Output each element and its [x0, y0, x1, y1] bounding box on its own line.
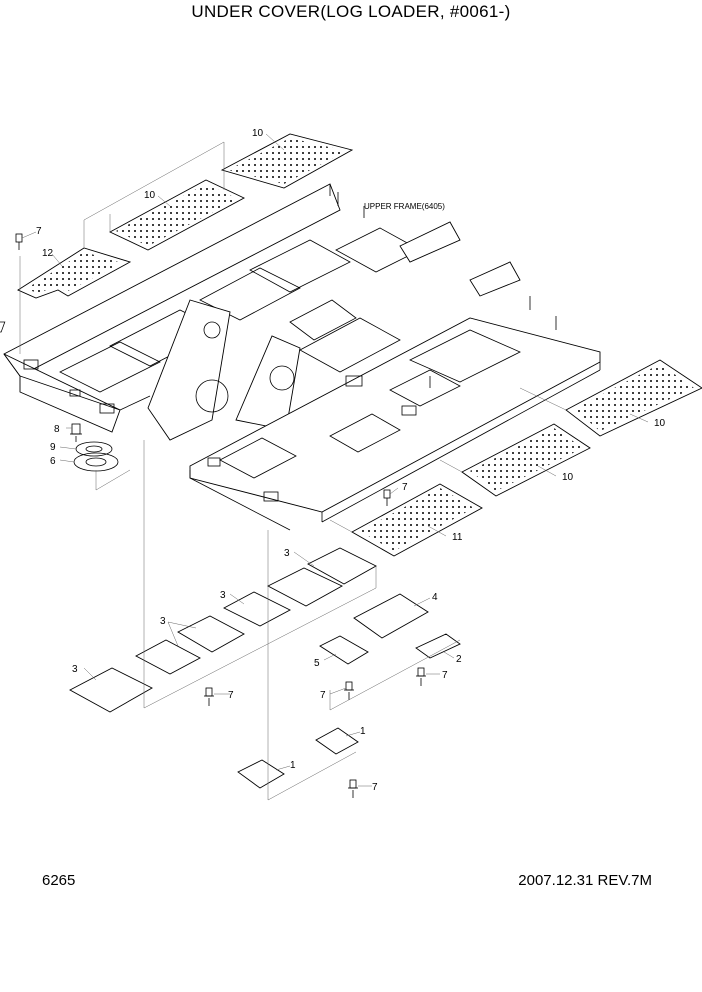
callout-leaders — [21, 133, 649, 787]
callout-3d: 3 — [72, 664, 78, 675]
revision-label: 2007.12.31 REV.7M — [518, 872, 652, 889]
callout-10a: 10 — [252, 128, 264, 139]
upper-frame — [0, 183, 601, 531]
bolt-7-bottom — [348, 779, 358, 798]
callout-4: 4 — [432, 592, 438, 603]
bolt-7-right — [383, 489, 391, 506]
callout-5: 5 — [314, 658, 320, 669]
bolt-7-lower-left — [204, 687, 214, 706]
under-cover-3-e — [135, 639, 201, 675]
cover-1-b — [237, 759, 285, 789]
page-title: UNDER COVER(LOG LOADER, #0061-) — [191, 2, 511, 21]
step-plate-10-top — [220, 133, 354, 189]
page-number: 6265 — [42, 872, 76, 889]
cover-2 — [415, 633, 461, 659]
callout-10b: 10 — [144, 190, 156, 201]
callout-1a: 1 — [360, 726, 366, 737]
bolt-8 — [70, 423, 82, 442]
callout-3b: 3 — [220, 590, 226, 601]
leader-lines — [19, 141, 567, 801]
callout-3a: 3 — [284, 548, 290, 559]
step-plate-10-mid — [109, 179, 245, 251]
cover-1-a — [315, 727, 359, 755]
callout-7f: 7 — [372, 782, 378, 793]
bolt-7-upper-left — [15, 233, 23, 250]
callout-2: 2 — [456, 654, 462, 665]
callout-11: 11 — [452, 532, 463, 543]
bolt-7-right-lower — [416, 667, 426, 686]
reference-note: UPPER FRAME(6405) — [364, 202, 445, 211]
callout-10c: 10 — [654, 418, 666, 429]
bolt-7-center — [344, 681, 354, 700]
step-plate-10-right-top — [565, 359, 702, 437]
callout-6: 6 — [50, 456, 56, 467]
under-cover-3-d — [177, 615, 245, 653]
callout-3c: 3 — [160, 616, 166, 627]
callout-7b: 7 — [402, 482, 408, 493]
under-cover-3-f — [69, 667, 153, 713]
callout-10d: 10 — [562, 472, 574, 483]
cover-4 — [353, 593, 429, 639]
callout-12: 12 — [42, 248, 54, 259]
callout-9: 9 — [50, 442, 56, 453]
under-cover-3-c — [223, 591, 291, 627]
cover-5 — [319, 635, 369, 665]
callout-1b: 1 — [290, 760, 296, 771]
step-plate-10-right-mid — [461, 423, 591, 497]
under-cover-3-b — [267, 567, 343, 607]
callout-7a: 7 — [36, 226, 42, 237]
callout-7c: 7 — [228, 690, 234, 701]
step-plate-11 — [351, 483, 483, 557]
step-plate-12 — [17, 247, 132, 299]
callout-7e: 7 — [442, 670, 448, 681]
callout-8: 8 — [54, 424, 60, 435]
callout-7d: 7 — [320, 690, 326, 701]
